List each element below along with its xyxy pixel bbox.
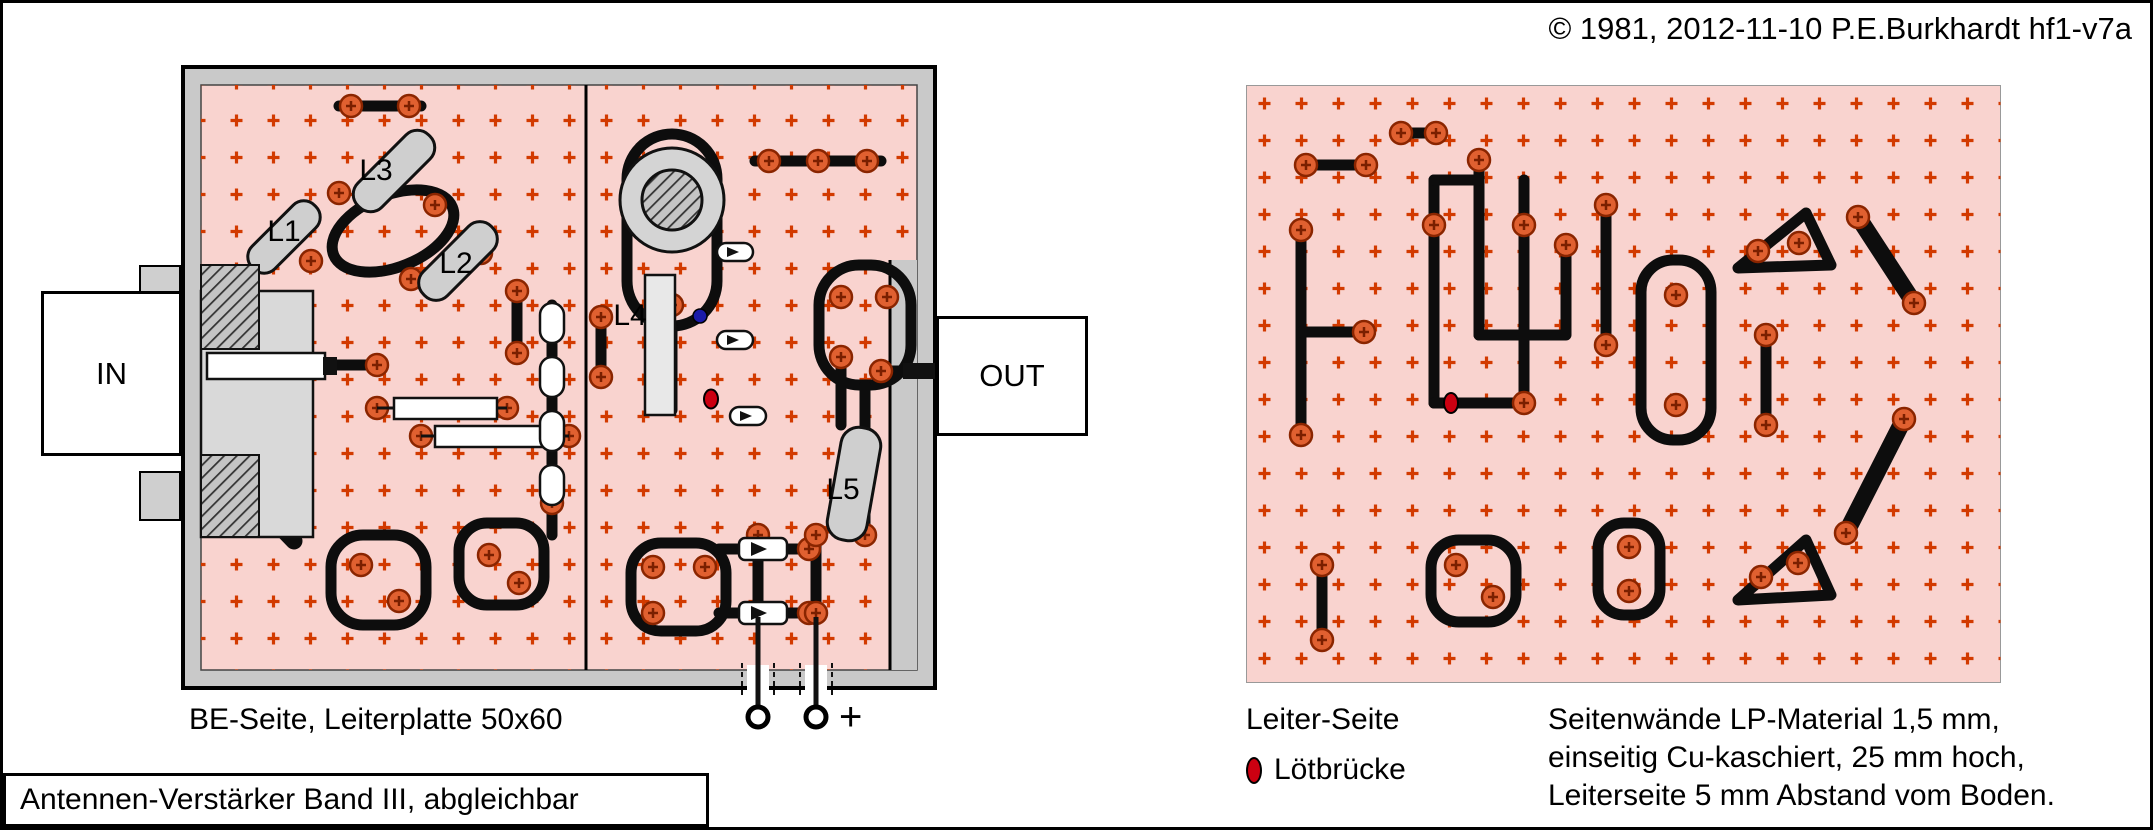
right-board-caption: Leiter-Seite bbox=[1246, 703, 1400, 736]
legend-label: Lötbrücke bbox=[1274, 753, 1406, 786]
title-box: Antennen-Verstärker Band III, abgleichba… bbox=[3, 773, 709, 827]
copyright-text: © 1981, 2012-11-10 P.E.Burkhardt hf1-v7a bbox=[1548, 11, 2132, 46]
coil-l5 bbox=[825, 425, 883, 543]
terminal-pin bbox=[803, 704, 829, 730]
capacitor bbox=[538, 463, 566, 507]
right-board-graphic bbox=[1246, 85, 2001, 683]
coil-label-l5: L5 bbox=[826, 473, 860, 506]
in-connector bbox=[199, 264, 337, 539]
construction-notes: Seitenwände LP-Material 1,5 mm, einseiti… bbox=[1548, 701, 2055, 815]
out-connector-pin bbox=[903, 363, 935, 379]
note-line: Leiterseite 5 mm Abstand vom Boden. bbox=[1548, 779, 2055, 812]
coil-label-l1: L1 bbox=[267, 215, 301, 248]
solder-bridge-icon bbox=[1246, 756, 1262, 784]
capacitor bbox=[538, 355, 566, 399]
page-title: Antennen-Verstärker Band III, abgleichba… bbox=[20, 783, 579, 816]
legend-loetbruecke: Lötbrücke bbox=[1246, 753, 1406, 787]
trimmer-capacitor bbox=[618, 146, 726, 254]
components-left bbox=[199, 128, 935, 626]
out-connector-box: OUT bbox=[936, 316, 1088, 436]
capacitor bbox=[538, 301, 566, 345]
resistor bbox=[392, 396, 499, 421]
coil-label-l4: L4 bbox=[613, 299, 647, 332]
capacitor bbox=[538, 409, 566, 453]
left-board-graphic bbox=[181, 65, 937, 730]
coil-label-l2: L2 bbox=[439, 247, 473, 280]
in-jack-tab-bottom bbox=[139, 471, 181, 521]
note-line: Seitenwände LP-Material 1,5 mm, bbox=[1548, 703, 2000, 736]
supply-terminals bbox=[741, 617, 833, 730]
in-label: IN bbox=[96, 355, 127, 391]
coil-l4-body bbox=[643, 273, 677, 417]
coil-label-l3: L3 bbox=[359, 154, 393, 187]
solder-bridge-dot-left bbox=[703, 388, 719, 410]
note-line: einseitig Cu-kaschiert, 25 mm hoch, bbox=[1548, 741, 2025, 774]
coil-l2 bbox=[417, 220, 499, 302]
in-connector-box: IN bbox=[41, 291, 182, 456]
left-board-caption: BE-Seite, Leiterplatte 50x60 bbox=[189, 703, 563, 736]
solder-bridge-dot-right bbox=[1443, 392, 1459, 414]
out-label: OUT bbox=[979, 358, 1045, 393]
blue-marker-dot bbox=[692, 308, 708, 324]
terminal-pin bbox=[745, 704, 771, 730]
coil-l3 bbox=[351, 128, 437, 214]
plus-terminal-label: + bbox=[839, 695, 863, 739]
